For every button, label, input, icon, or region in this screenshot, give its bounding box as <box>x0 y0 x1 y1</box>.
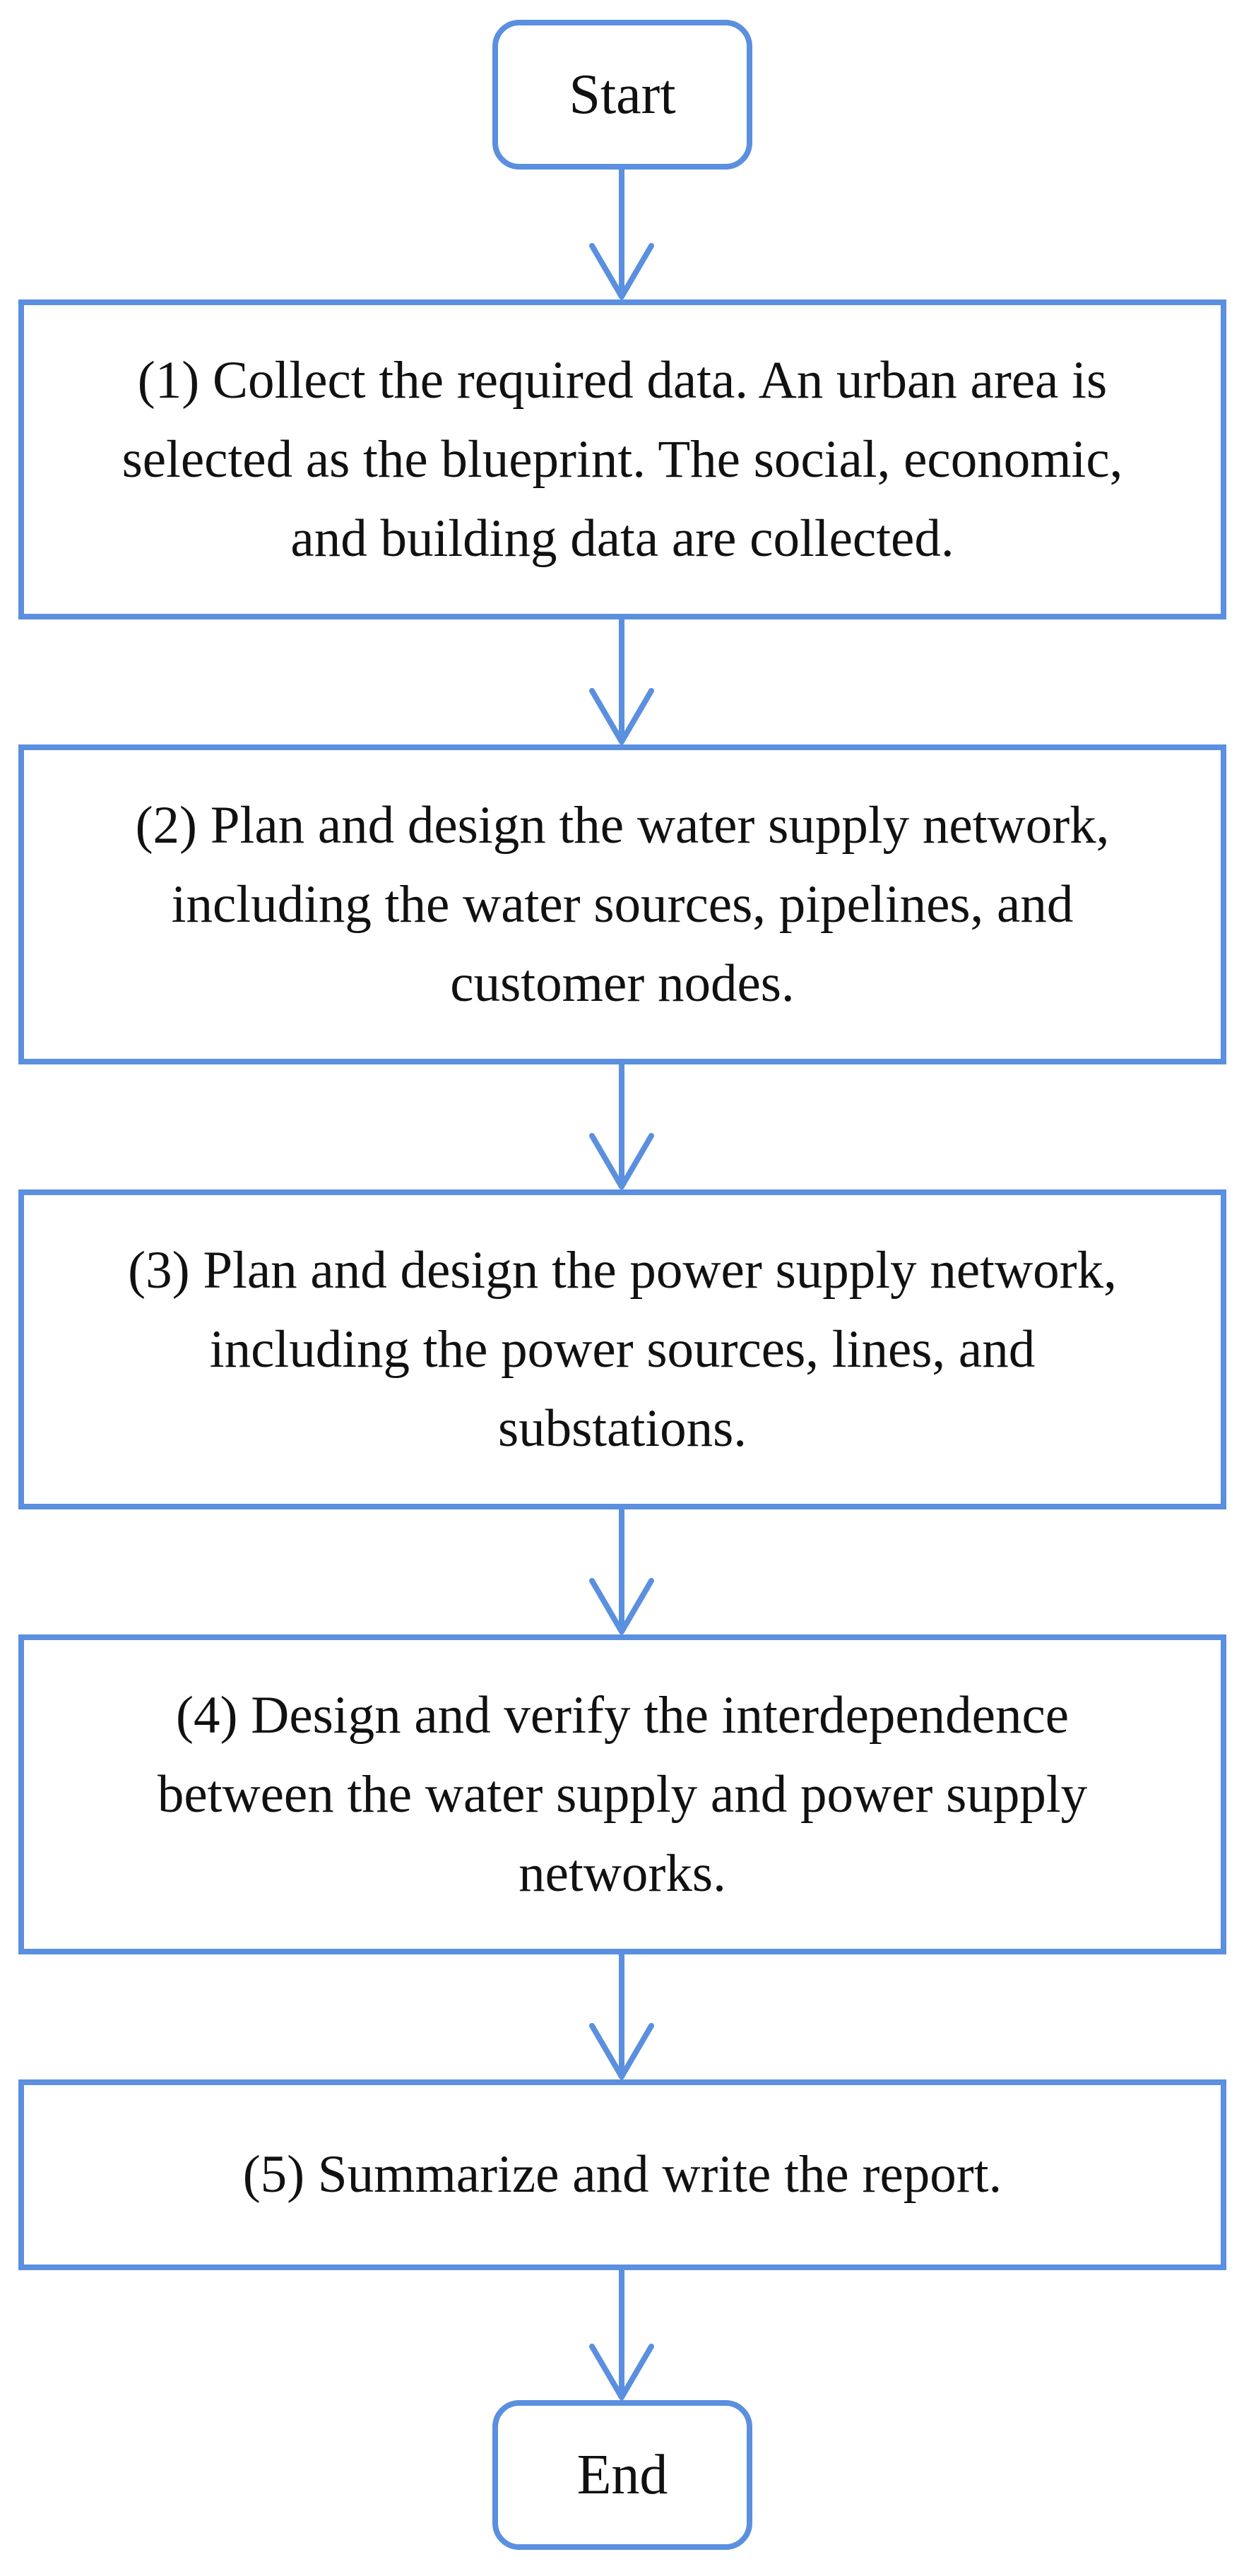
step-4-box: (4) Design and verify the interdependenc… <box>18 1634 1226 1954</box>
arrow-step-1-to-step-2 <box>589 617 654 744</box>
step-5-box: (5) Summarize and write the report. <box>18 2079 1226 2270</box>
arrow-step-3-to-step-4 <box>589 1507 654 1634</box>
step-5-text: (5) Summarize and write the report. <box>242 2145 1002 2204</box>
step-3-box: (3) Plan and design the power supply net… <box>18 1189 1226 1509</box>
end-node: End <box>492 2400 752 2550</box>
step-1-text: (1) Collect the required data. An urban … <box>122 350 1123 568</box>
step-4-text: (4) Design and verify the interdependenc… <box>157 1685 1088 1903</box>
step-1-box: (1) Collect the required data. An urban … <box>18 299 1226 619</box>
arrow-step-2-to-step-3 <box>589 1062 654 1189</box>
start-label: Start <box>569 63 676 126</box>
step-2-box: (2) Plan and design the water supply net… <box>18 744 1226 1064</box>
arrow-start-to-step-1 <box>589 167 654 299</box>
step-3-text: (3) Plan and design the power supply net… <box>128 1240 1117 1458</box>
step-2-text: (2) Plan and design the water supply net… <box>135 795 1110 1013</box>
arrow-step-5-to-end <box>589 2267 654 2400</box>
arrow-step-4-to-step-5 <box>589 1952 654 2079</box>
start-node: Start <box>492 20 752 170</box>
end-label: End <box>576 2443 668 2506</box>
